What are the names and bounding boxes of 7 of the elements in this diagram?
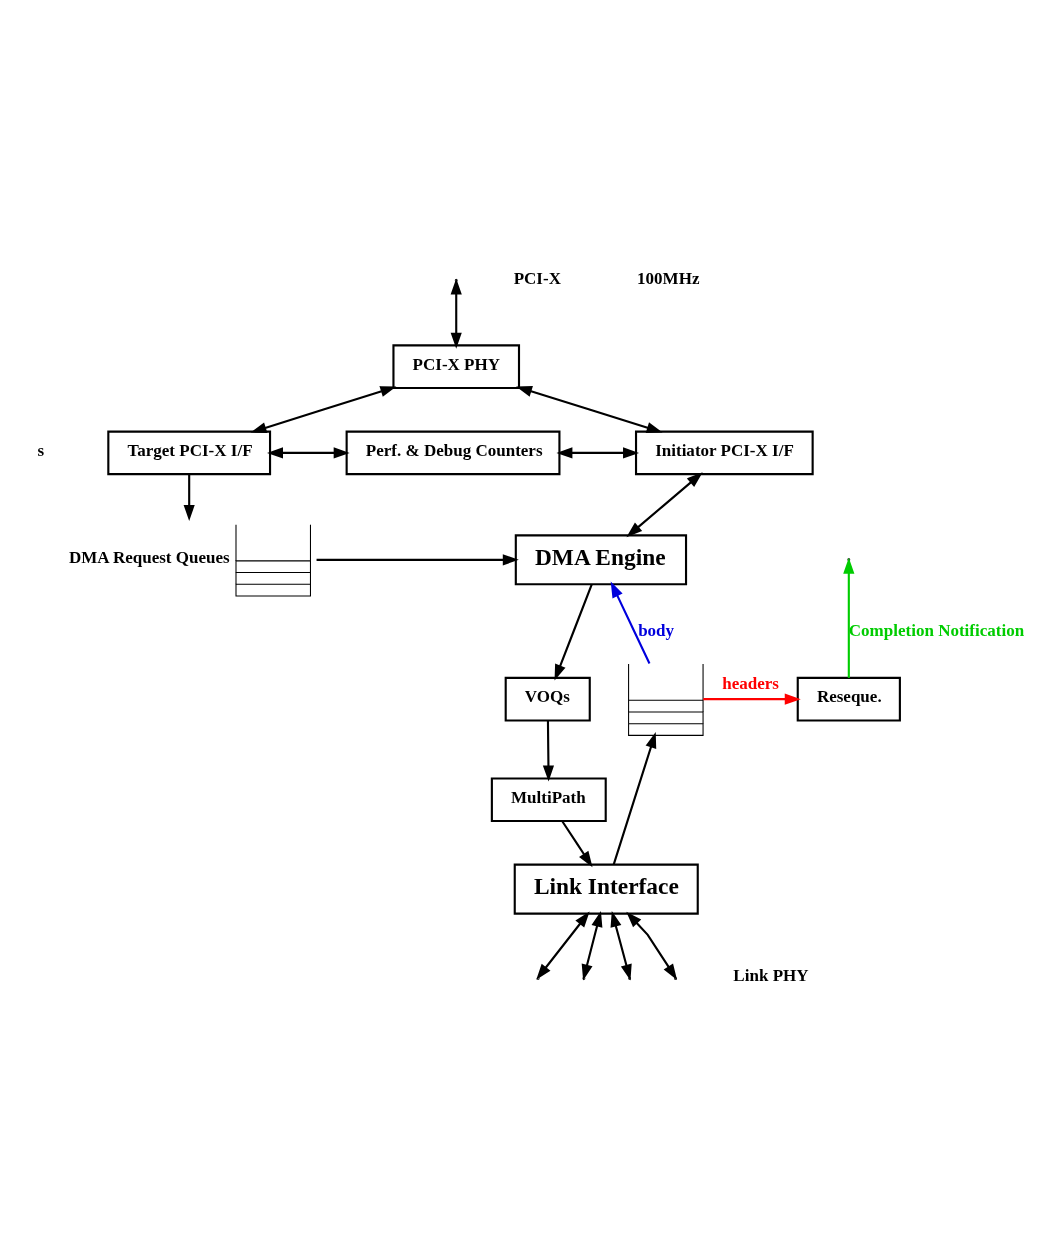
label: 100MHz — [637, 268, 700, 288]
edge-label: body — [638, 620, 675, 640]
label: Link PHY — [733, 965, 809, 985]
edge-label: headers — [722, 673, 779, 693]
label: s — [37, 440, 45, 460]
node-label: DMA Request Queues — [68, 547, 230, 567]
label: PCI-X — [513, 268, 561, 288]
